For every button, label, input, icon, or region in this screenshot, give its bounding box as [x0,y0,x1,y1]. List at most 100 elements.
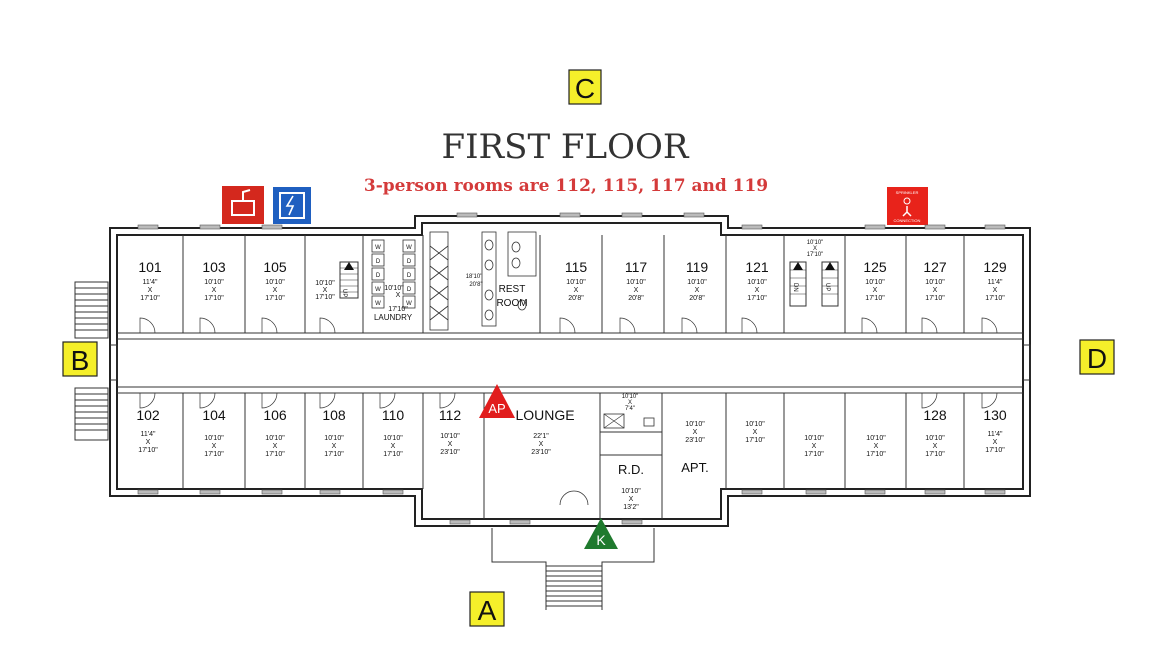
svg-text:X: X [273,443,278,450]
svg-text:10'10": 10'10" [204,279,224,286]
svg-text:X: X [693,429,698,436]
svg-text:17'10": 17'10" [985,447,1005,454]
svg-text:B: B [71,345,90,376]
electrical-panel-icon [273,187,311,224]
room-108[interactable]: 108 10'10" X 17'10" [322,407,346,458]
svg-text:10'10": 10'10" [621,488,641,495]
svg-text:X: X [391,443,396,450]
room-129[interactable]: 129 11'4" X 17'10" [983,259,1007,302]
windows [137,212,1006,525]
svg-text:X: X [212,287,217,294]
room-121[interactable]: 121 10'10" X 17'10" [745,259,769,302]
svg-text:D: D [376,273,381,279]
svg-text:23'10": 23'10" [531,449,551,456]
svg-text:X: X [873,287,878,294]
room-128[interactable]: 128 10'10" X 17'10" [923,407,947,458]
room-127[interactable]: 127 10'10" X 17'10" [923,259,947,302]
svg-text:REST: REST [499,284,526,295]
svg-text:7'4": 7'4" [625,406,635,412]
svg-text:10'10": 10'10" [685,421,705,428]
svg-text:10'10": 10'10" [747,279,767,286]
svg-text:X: X [695,287,700,294]
svg-text:X: X [634,287,639,294]
svg-text:W: W [406,301,412,307]
svg-text:X: X [148,287,153,294]
svg-text:17'10": 17'10" [865,295,885,302]
svg-text:18'10": 18'10" [466,274,483,280]
entrance-marker-c[interactable]: C [568,69,602,105]
svg-text:X: X [574,287,579,294]
room-130[interactable]: 130 11'4" X 17'10" [983,407,1007,454]
svg-text:A: A [478,595,497,626]
svg-text:17'10": 17'10" [866,451,886,458]
svg-text:10'10": 10'10" [622,394,639,400]
svg-text:X: X [993,439,998,446]
svg-text:10'10": 10'10" [626,279,646,286]
room-115[interactable]: 115 10'10" X 20'8" [565,259,588,302]
svg-text:X: X [629,496,634,503]
svg-text:11'4": 11'4" [988,431,1003,438]
svg-text:X: X [146,439,151,446]
svg-text:D: D [407,273,412,279]
apartment-room-3[interactable]: 10'10" X 17'10" [866,435,886,458]
room-106[interactable]: 106 10'10" X 17'10" [263,407,287,458]
svg-text:128: 128 [923,407,947,423]
svg-text:127: 127 [923,259,947,275]
restroom[interactable]: 18'10" 20'8" REST ROOM [429,231,537,331]
svg-text:119: 119 [686,259,709,275]
svg-text:K: K [596,532,606,548]
svg-text:AP: AP [488,401,505,416]
svg-text:X: X [753,429,758,436]
svg-text:W: W [406,245,412,251]
svg-text:X: X [539,441,544,448]
room-112[interactable]: 112 10'10" X 23'10" [439,407,462,456]
svg-text:11'4": 11'4" [988,279,1003,286]
svg-text:R.D.: R.D. [618,462,644,477]
ap-marker[interactable]: AP [479,384,515,418]
svg-text:117: 117 [625,259,648,275]
svg-text:X: X [332,443,337,450]
svg-text:W: W [375,301,381,307]
svg-text:10'10": 10'10" [204,435,224,442]
svg-text:X: X [323,287,328,294]
svg-text:10'10": 10'10" [440,433,460,440]
svg-text:X: X [396,292,401,299]
svg-text:103: 103 [202,259,226,275]
room-102[interactable]: 102 11'4" X 17'10" [136,407,160,454]
room-105[interactable]: 105 10'10" X 17'10" [263,259,287,302]
lounge[interactable]: LOUNGE 22'1" X 23'10" [515,407,589,506]
resident-director-room[interactable]: R.D. 10'10" X 13'2" [618,462,644,511]
svg-text:X: X [448,441,453,448]
k-marker[interactable]: K [584,518,618,549]
apartment-bedroom[interactable]: 10'10" X 17'10" [745,421,765,444]
room-101[interactable]: 101 11'4" X 17'10" [138,259,162,302]
laundry-room[interactable]: W D D W W W D D D W 10'10" X 17'10" LAUN… [371,239,416,322]
apartment[interactable]: 10'10" X 23'10" APT. [681,421,708,475]
svg-text:10'10": 10'10" [324,435,344,442]
room-104[interactable]: 104 10'10" X 17'10" [202,407,226,458]
room-103[interactable]: 103 10'10" X 17'10" [202,259,226,302]
building-walls [109,215,1031,527]
svg-text:10'10": 10'10" [804,435,824,442]
sprinkler-connection-icon: SPRINKLER CONNECTION [887,187,928,225]
room-110[interactable]: 110 10'10" X 17'10" [382,407,405,458]
svg-text:10'10": 10'10" [265,279,285,286]
svg-text:X: X [813,246,817,252]
room-125[interactable]: 125 10'10" X 17'10" [863,259,887,302]
room-117[interactable]: 117 10'10" X 20'8" [625,259,648,302]
svg-text:20'8": 20'8" [628,295,644,302]
entrance-marker-a[interactable]: A [469,591,505,627]
south-entrance-stairs [491,528,655,610]
entrance-marker-b[interactable]: B [62,341,98,377]
room-119[interactable]: 119 10'10" X 20'8" [686,259,709,302]
svg-text:10'10": 10'10" [566,279,586,286]
svg-text:121: 121 [745,259,769,275]
svg-text:20'8": 20'8" [568,295,584,302]
entrance-marker-d[interactable]: D [1079,339,1115,375]
svg-text:17'10": 17'10" [265,295,285,302]
svg-text:17'10": 17'10" [204,295,224,302]
apartment-room-2[interactable]: 10'10" X 17'10" [804,435,824,458]
svg-text:13'2": 13'2" [623,504,639,511]
svg-text:108: 108 [322,407,346,423]
